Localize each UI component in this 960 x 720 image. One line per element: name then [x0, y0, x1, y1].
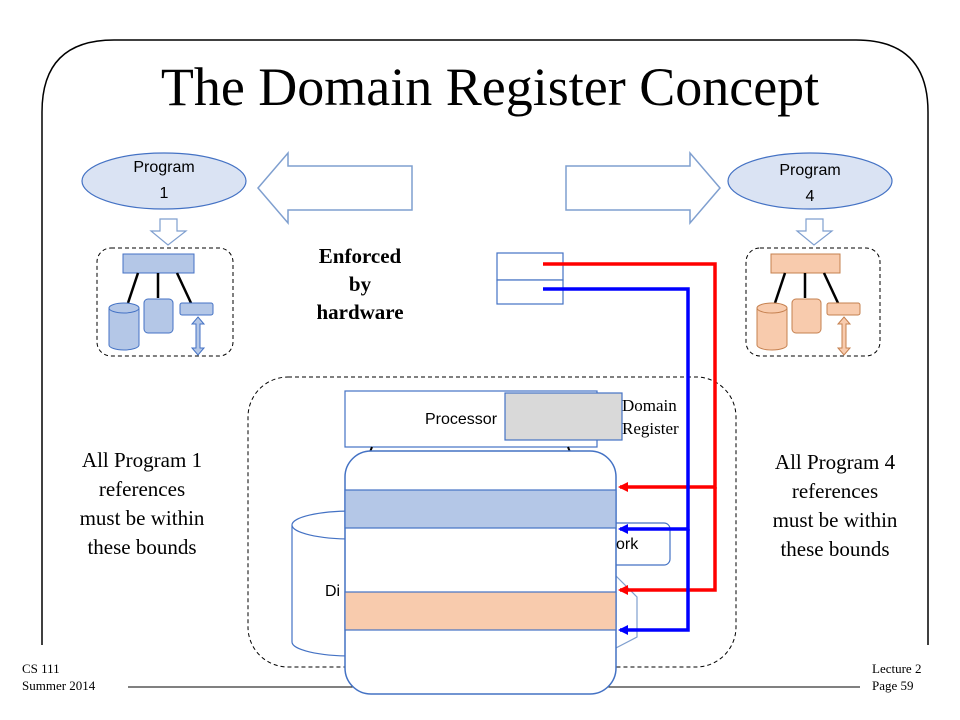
program-4-label: Program 4	[755, 158, 865, 210]
program-4-network-icon	[826, 302, 861, 316]
enforced-line3: hardware	[316, 300, 404, 324]
program-1-updown-arrow	[190, 316, 206, 356]
slide-frame	[41, 39, 929, 645]
network-label: ork	[616, 536, 639, 553]
left-note-line4: these bounds	[87, 535, 197, 559]
red-wire-branch	[618, 487, 717, 595]
program-4-disk-top	[756, 302, 788, 314]
enforced-line2: by	[348, 272, 372, 296]
program-4-domain-box	[745, 247, 881, 357]
right-block-arrow	[565, 150, 721, 226]
enforced-line1: Enforced	[318, 244, 402, 268]
red-wire-register	[543, 262, 717, 492]
program-4-memory-icon	[791, 298, 822, 334]
program-1-label-line2: 1	[159, 185, 169, 202]
register-pair-top	[496, 252, 564, 281]
program-4-process-node	[770, 253, 841, 274]
program-4-link	[822, 272, 840, 304]
program-1-down-arrow	[149, 218, 188, 246]
domain-register-box	[504, 392, 623, 441]
processor-label: Processor	[425, 411, 498, 428]
right-note-line4: these bounds	[780, 537, 890, 561]
slide-title: The Domain Register Concept	[160, 57, 820, 117]
memory-block	[344, 450, 617, 695]
right-note-line3: must be within	[772, 508, 898, 532]
program-1-label: Program 1	[109, 155, 219, 207]
program-4-label-line1: Program	[779, 162, 841, 179]
footer-page: Lecture 2 Page 59	[872, 660, 921, 694]
program-1-disk-icon	[108, 308, 140, 351]
program-1-network-icon	[179, 302, 214, 316]
program-4-memory-region	[344, 591, 617, 631]
register-pair-bottom	[496, 279, 564, 305]
blue-wire-branch	[618, 529, 690, 635]
program-1-oval	[81, 152, 247, 210]
disk-label: Di	[325, 583, 341, 600]
footer-page-line2: Page 59	[872, 678, 914, 693]
program-4-oval	[727, 152, 893, 210]
program-1-memory-region	[344, 489, 617, 529]
program-1-bounds-note: All Program 1 references must be within …	[52, 446, 232, 562]
program-4-updown-arrow	[836, 316, 852, 356]
domain-register-line2: Register	[622, 419, 679, 438]
left-note-line3: must be within	[79, 506, 205, 530]
program-1-memory-icon	[143, 298, 174, 334]
left-block-arrow	[257, 150, 413, 226]
program-1-process-node	[122, 253, 195, 274]
domain-register-line1: Domain	[622, 396, 677, 415]
program-4-disk-icon	[756, 308, 788, 351]
program-4-label-line2: 4	[805, 188, 815, 205]
domain-register-label: Domain Register	[622, 394, 712, 440]
left-note-line1: All Program 1	[81, 448, 203, 472]
program-1-link	[175, 272, 193, 304]
right-note-line2: references	[791, 479, 879, 503]
program-1-disk-top	[108, 302, 140, 314]
footer-course-line2: Summer 2014	[22, 678, 96, 693]
left-note-line2: references	[98, 477, 186, 501]
footer-page-line1: Lecture 2	[872, 661, 922, 676]
program-1-domain-box	[96, 247, 234, 357]
program-1-link	[126, 272, 140, 304]
enforced-by-hardware-label: Enforced by hardware	[285, 242, 435, 326]
program-4-link	[773, 272, 787, 304]
program-4-down-arrow	[795, 218, 834, 246]
footer-course: CS 111 Summer 2014	[22, 660, 95, 694]
blue-wire-register	[543, 287, 690, 534]
program-1-label-line1: Program	[133, 159, 195, 176]
right-note-line1: All Program 4	[774, 450, 896, 474]
footer-course-line1: CS 111	[22, 661, 60, 676]
program-4-bounds-note: All Program 4 references must be within …	[745, 448, 925, 564]
